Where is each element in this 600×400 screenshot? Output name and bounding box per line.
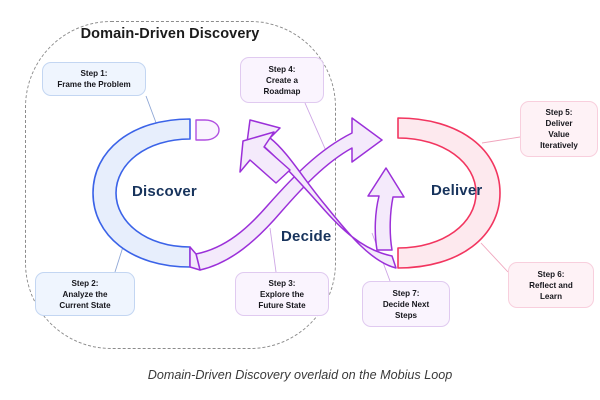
loop-label-discover: Discover bbox=[132, 183, 197, 200]
connector-step5 bbox=[481, 136, 521, 144]
loop-label-deliver: Deliver bbox=[431, 182, 483, 199]
loop-label-decide: Decide bbox=[281, 228, 332, 245]
step-box-4[interactable]: Step 4: Create a Roadmap bbox=[240, 57, 324, 103]
step-box-1[interactable]: Step 1: Frame the Problem bbox=[42, 62, 146, 96]
diagram-title: Domain-Driven Discovery bbox=[80, 26, 260, 42]
connector-step3 bbox=[269, 227, 277, 273]
step-box-3[interactable]: Step 3: Explore the Future State bbox=[235, 272, 329, 316]
step-box-2[interactable]: Step 2: Analyze the Current State bbox=[35, 272, 135, 316]
decide-loop-cap bbox=[195, 119, 220, 141]
step-box-7[interactable]: Step 7: Decide Next Steps bbox=[362, 281, 450, 327]
connector-step6 bbox=[480, 242, 509, 273]
domain-driven-discovery-boundary bbox=[25, 21, 336, 349]
decide-lower-left-join bbox=[189, 246, 201, 271]
decide-rising-swoosh bbox=[195, 117, 383, 271]
step-box-5[interactable]: Step 5: Deliver Value Iteratively bbox=[520, 101, 598, 157]
deliver-arc bbox=[397, 117, 501, 269]
step-box-6[interactable]: Step 6: Reflect and Learn bbox=[508, 262, 594, 308]
decide-upleft-arrow bbox=[239, 131, 291, 184]
figure-caption: Domain-Driven Discovery overlaid on the … bbox=[147, 368, 453, 382]
decide-falling-swoosh bbox=[245, 119, 397, 269]
decide-up-arrow bbox=[367, 167, 405, 251]
